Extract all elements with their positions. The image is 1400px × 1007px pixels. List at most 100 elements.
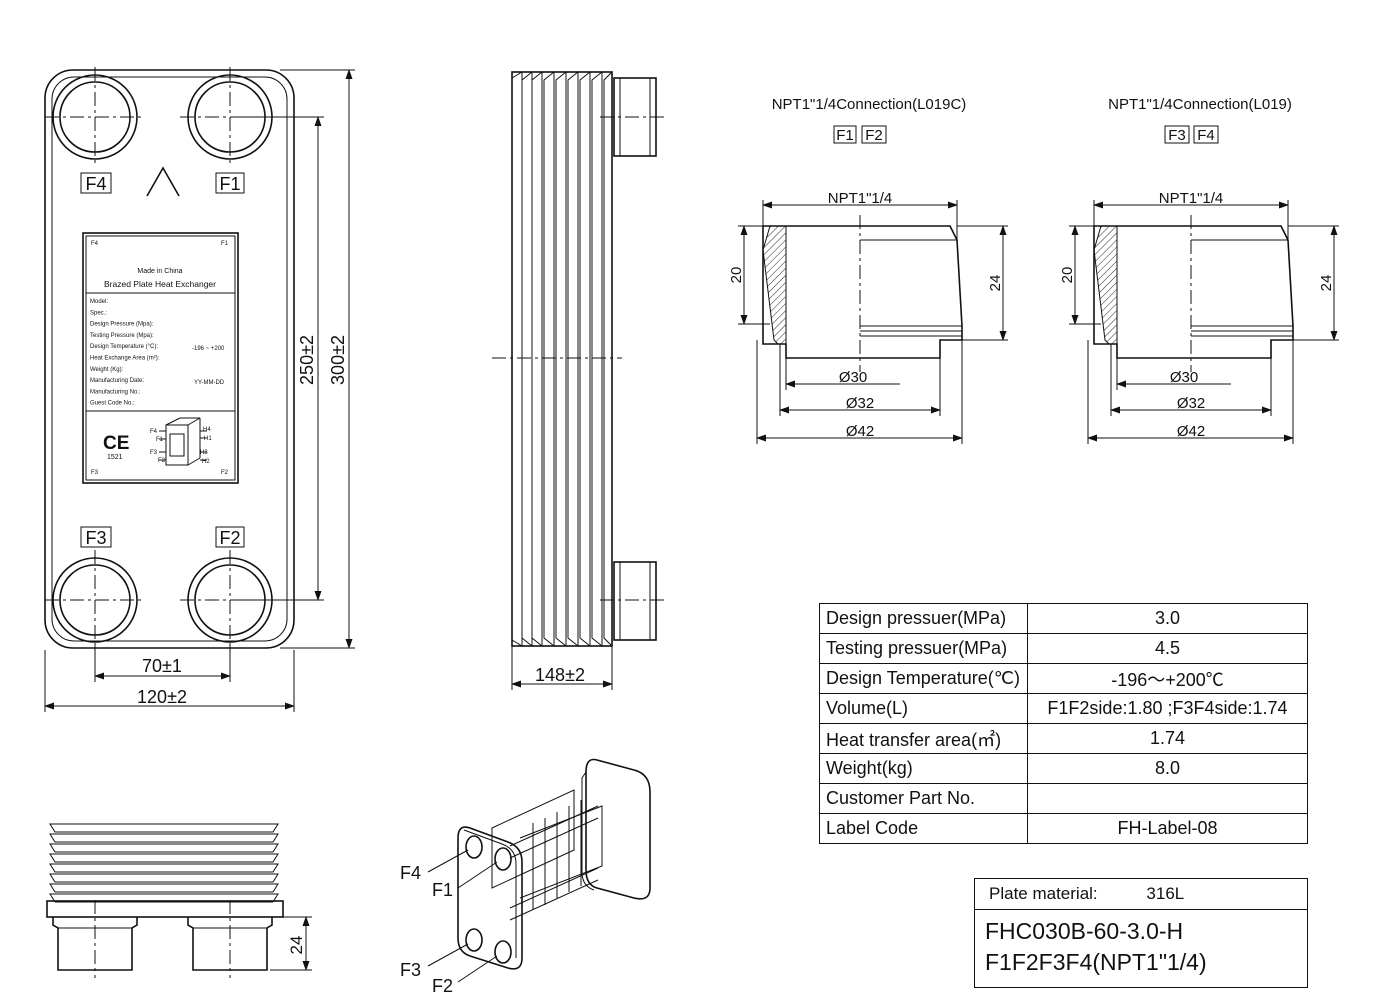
thread-dim: NPT1"1/4 <box>828 190 893 207</box>
spec-value: 4.5 <box>1027 633 1308 664</box>
port-bottom-left <box>45 550 145 650</box>
height-dim-a: 20 <box>1059 267 1076 284</box>
plate <box>591 70 603 648</box>
material-value: 316L <box>1146 884 1185 903</box>
plate <box>543 70 555 648</box>
flow-label-h3: H3 <box>200 450 208 456</box>
side-view: 148±2 <box>492 70 668 690</box>
connection-detail-l019c: NPT1"1/4Connection(L019C) F1 F2 <box>772 96 967 144</box>
connection-port-b: F2 <box>865 127 883 144</box>
iso-label-f3: F3 <box>400 960 421 980</box>
nameplate-corner-f4: F4 <box>91 241 99 247</box>
diameter-inner: Ø30 <box>1170 369 1198 386</box>
flow-label-f3: F3 <box>150 450 158 456</box>
nameplate-field: Design Pressure (Mpa): <box>90 322 154 328</box>
bottom-plate-stack <box>49 823 279 903</box>
diameter-outer: Ø42 <box>846 423 874 440</box>
plate <box>567 70 579 648</box>
connection-title: NPT1"1/4Connection(L019C) <box>772 96 967 113</box>
connection-port-b: F4 <box>1197 127 1215 144</box>
nameplate-corner-f1: F1 <box>221 241 229 247</box>
port-top-left <box>45 67 145 167</box>
plate <box>49 823 279 833</box>
plate <box>49 843 279 853</box>
plate <box>49 863 279 873</box>
iso-label-f2: F2 <box>432 976 453 996</box>
flow-label-f1: F1 <box>156 437 164 443</box>
ce-mark-icon: CE <box>103 433 129 454</box>
plate <box>579 70 591 648</box>
plate <box>49 883 279 893</box>
iso-view: F4 F1 F3 F2 <box>400 758 651 996</box>
spec-label: Label Code <box>819 813 1028 844</box>
spec-value: FH-Label-08 <box>1027 813 1308 844</box>
plate <box>49 833 279 843</box>
spec-label: Testing pressuer(MPa) <box>819 633 1028 664</box>
dim-width-outer: 120±2 <box>137 687 187 707</box>
plate <box>521 70 533 648</box>
spec-value <box>1027 783 1308 814</box>
plate <box>49 893 279 903</box>
spec-value: F1F2side:1.80 ;F3F4side:1.74 <box>1027 693 1308 724</box>
nameplate-field: Model: <box>90 299 108 305</box>
model-code-block: FHC030B-60-3.0-H F1F2F3F4(NPT1"1/4) <box>975 910 1307 978</box>
spec-label: Weight(kg) <box>819 753 1028 784</box>
material-label: Plate material: <box>989 884 1098 903</box>
dim-connector-height: 24 <box>287 936 306 955</box>
diameter-inner: Ø30 <box>839 369 867 386</box>
nameplate-field: Weight (Kg): <box>90 367 124 373</box>
spec-label: Heat transfer area(㎡) <box>819 723 1028 754</box>
spec-row: Heat transfer area(㎡)1.74 <box>819 723 1308 754</box>
flow-label-h2: H2 <box>202 459 210 465</box>
flow-label-h4: H4 <box>203 427 211 433</box>
spec-value: 3.0 <box>1027 603 1308 634</box>
port-label-f2: F2 <box>219 528 240 548</box>
dim-height-inner: 250±2 <box>297 335 317 385</box>
dim-depth: 148±2 <box>535 665 585 685</box>
diameter-outer: Ø42 <box>1177 423 1205 440</box>
front-dimensions: 70±1 120±2 250±2 300±2 <box>44 69 355 712</box>
iso-label-f4: F4 <box>400 863 421 883</box>
spec-row: Customer Part No. <box>819 783 1308 814</box>
side-connector-bottom <box>613 561 657 641</box>
spec-row: Volume(L)F1F2side:1.80 ;F3F4side:1.74 <box>819 693 1308 724</box>
iso-label-f1: F1 <box>432 880 453 900</box>
nameplate-field: Manufacturing Date: <box>90 378 144 384</box>
plate-stack-outline <box>511 71 613 647</box>
ce-number: 1521 <box>107 454 123 461</box>
spec-row: Design Temperature(℃)-196～+200℃ <box>819 663 1308 694</box>
diameter-mid: Ø32 <box>846 395 874 412</box>
connection-code: F1F2F3F4(NPT1"1/4) <box>985 949 1207 975</box>
spec-row: Testing pressuer(MPa)4.5 <box>819 633 1308 664</box>
height-dim-a: 20 <box>728 267 745 284</box>
nameplate-title: Brazed Plate Heat Exchanger <box>104 279 216 289</box>
nameplate-field: Guest Code No.: <box>90 401 135 407</box>
height-dim-b: 24 <box>1318 275 1335 292</box>
nameplate-made-in: Made in China <box>137 268 182 275</box>
connection-port-a: F3 <box>1168 127 1186 144</box>
thread-dim: NPT1"1/4 <box>1159 190 1224 207</box>
port-label-f4: F4 <box>85 174 106 194</box>
material-row: Plate material: 316L <box>975 879 1307 910</box>
bottom-view: 24 <box>46 823 312 978</box>
spec-value: 8.0 <box>1027 753 1308 784</box>
plate <box>555 70 567 648</box>
spec-label: Volume(L) <box>819 693 1028 724</box>
port-label-f1: F1 <box>219 174 240 194</box>
nameplate-field: Manufacturing No.: <box>90 389 141 395</box>
port-label-f3: F3 <box>85 528 106 548</box>
diameter-mid: Ø32 <box>1177 395 1205 412</box>
nameplate-corner-f3: F3 <box>91 470 99 476</box>
nameplate-temp-value: -196 ~ +200 <box>192 346 225 352</box>
title-block: Plate material: 316L FHC030B-60-3.0-H F1… <box>974 878 1308 988</box>
nameplate-field: Design Temperature (°C): <box>90 344 158 350</box>
connection-title: NPT1"1/4Connection(L019) <box>1108 96 1292 113</box>
nameplate-field: Spec.: <box>90 310 107 316</box>
nameplate-field: Testing Pressure (Mpa): <box>90 333 154 339</box>
flow-label-f4: F4 <box>150 429 158 435</box>
plate <box>49 853 279 863</box>
nameplate: F4 F1 F3 F2 Made in China Brazed Plate H… <box>82 232 239 484</box>
flow-label-h1: H1 <box>204 436 212 442</box>
